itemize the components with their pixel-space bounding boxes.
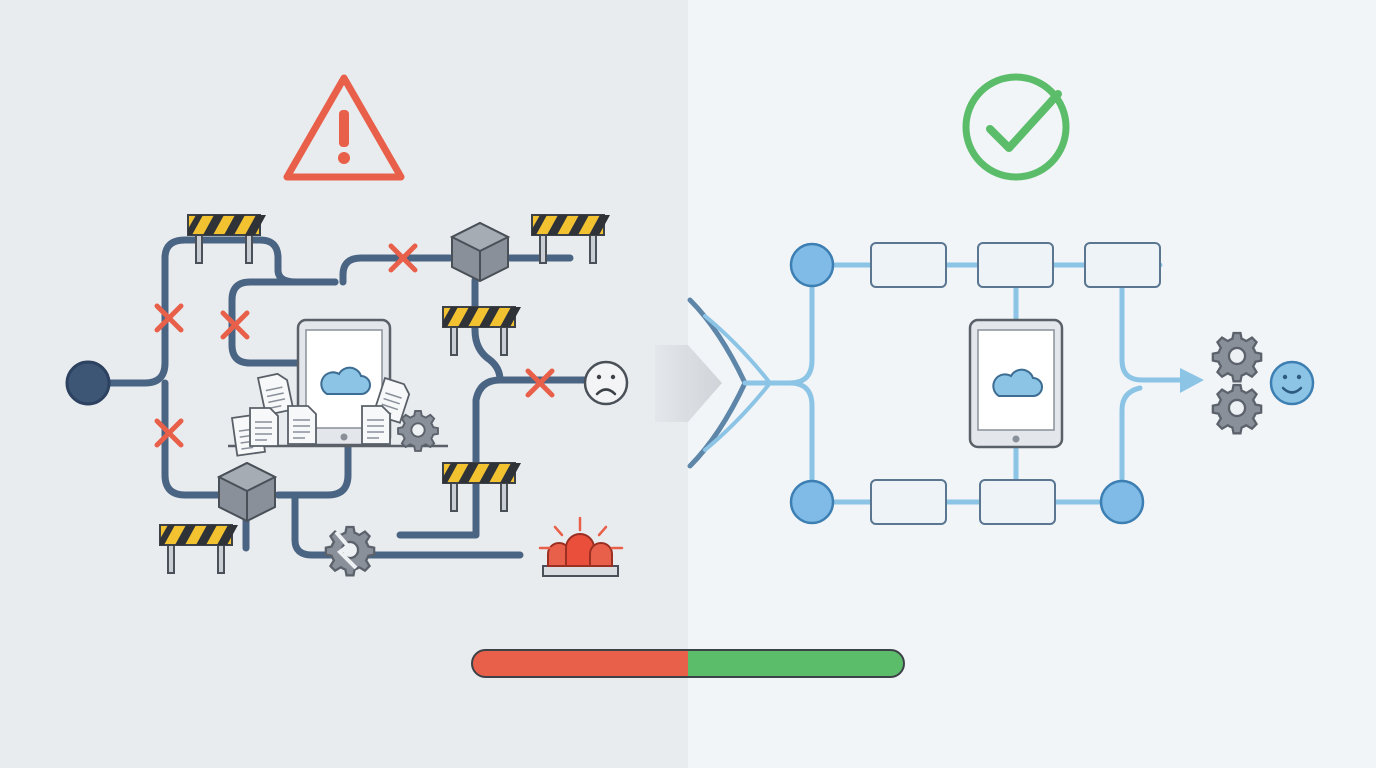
warning-triangle-icon [283, 74, 405, 181]
progress-bar-right-segment [688, 650, 904, 677]
process-step-box [979, 479, 1056, 525]
arrow-right-icon [1180, 368, 1204, 393]
process-node [1099, 479, 1145, 525]
progress-bar-left-segment [472, 650, 688, 677]
happy-face-icon [1269, 360, 1315, 406]
progress-bar [471, 649, 905, 678]
process-node [789, 242, 835, 288]
cube-icon [451, 222, 509, 282]
alarm-light-icon [538, 516, 624, 577]
check-circle-icon [962, 73, 1070, 181]
process-step-box [870, 242, 947, 288]
tablet-cloud-icon [968, 318, 1064, 449]
document-pile-icon [228, 371, 448, 457]
sad-face-icon [583, 360, 629, 406]
process-step-box [1084, 242, 1161, 288]
broken-gear-icon [324, 525, 376, 577]
gear-icon [397, 410, 439, 452]
cube-icon [218, 462, 276, 522]
process-step-box [977, 242, 1054, 288]
start-node [65, 360, 111, 406]
process-step-box [870, 479, 947, 525]
process-node [789, 479, 835, 525]
